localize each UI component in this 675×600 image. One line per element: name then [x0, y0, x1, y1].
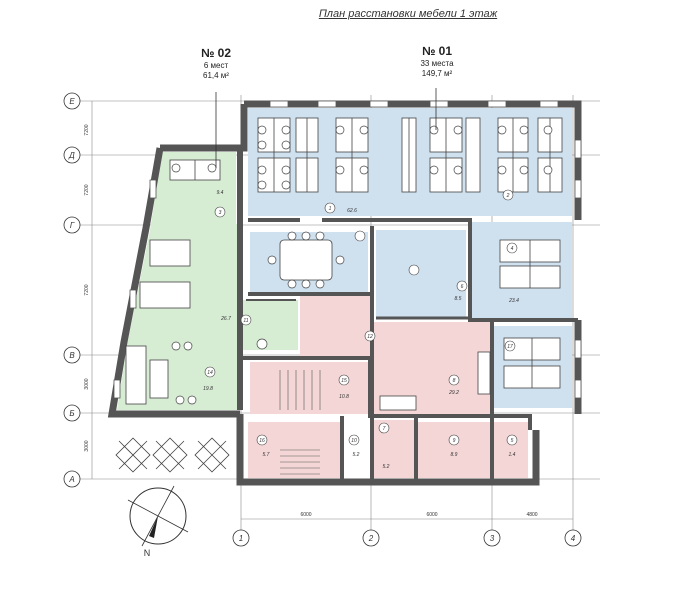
hall-green-fill — [238, 300, 298, 350]
room-number: 1 — [329, 206, 332, 212]
room-number: 6 — [461, 284, 464, 290]
room-number: 11 — [243, 318, 248, 324]
zone-seats: 33 места — [420, 59, 454, 68]
col-dim: 6000 — [426, 512, 437, 518]
room-9-fill — [418, 422, 490, 478]
zone-green-office — [117, 152, 240, 410]
room-number: 4 — [511, 246, 514, 252]
north-compass — [127, 485, 189, 547]
room-number: 15 — [341, 378, 347, 384]
stairs — [279, 370, 321, 475]
row-dim: 7200 — [84, 284, 90, 295]
plan-text: Е Д Г В Б А 1 2 3 4 6000 6000 4800 7200 … — [68, 97, 576, 558]
room-area: 10.8 — [339, 394, 349, 400]
room-number: 16 — [259, 438, 265, 444]
col-label: 1 — [239, 534, 243, 543]
windows — [113, 100, 582, 399]
room-area: 62.6 — [347, 208, 357, 214]
room-number: 9 — [453, 438, 456, 444]
north-label: N — [144, 548, 151, 558]
row-dim: 3000 — [84, 378, 90, 389]
room-area: 8.5 — [455, 296, 462, 302]
row-label: Д — [68, 151, 75, 160]
row-label: Г — [70, 221, 75, 230]
room-number: 8 — [453, 378, 456, 384]
walls — [107, 100, 582, 486]
room-number: 2 — [506, 193, 510, 199]
room-12-fill — [372, 420, 416, 478]
row-label: А — [68, 475, 74, 484]
room-markers — [204, 189, 518, 446]
col-dim: 4800 — [526, 512, 537, 518]
zone-area: 61,4 м² — [203, 71, 229, 80]
room-area: 5.7 — [263, 452, 270, 458]
plan-title: План расстановки мебели 1 этаж — [318, 8, 498, 20]
room-number: 14 — [207, 370, 213, 376]
row-dim: 7200 — [84, 184, 90, 195]
lobby-fill — [300, 296, 370, 356]
room-area: 19.8 — [203, 386, 213, 392]
row-label: Е — [69, 97, 75, 106]
room-number: 5 — [511, 438, 514, 444]
zone-number: № 01 — [421, 44, 453, 58]
col-label: 4 — [571, 534, 576, 543]
room-number: 12 — [367, 334, 373, 340]
leader-lines — [215, 88, 437, 168]
col-dim: 6000 — [300, 512, 311, 518]
room-area: 29.2 — [448, 390, 459, 396]
zone-seats: 6 мест — [203, 61, 229, 70]
room-area: 26.7 — [220, 316, 231, 322]
room-area: 1.4 — [509, 452, 516, 458]
row-dim: 3000 — [84, 440, 90, 451]
zone-area: 149,7 м² — [421, 69, 453, 78]
row-dim: 7200 — [84, 124, 90, 135]
wc-fill — [376, 230, 466, 318]
room-number: 17 — [507, 344, 513, 350]
stair-pink-fill — [250, 362, 368, 414]
col-label: 3 — [490, 534, 495, 543]
room-number: 10 — [351, 438, 357, 444]
zone-02-label: № 02 6 мест 61,4 м² — [186, 46, 246, 81]
row-label: Б — [69, 409, 74, 418]
axis-bubbles — [63, 92, 582, 547]
col-label: 2 — [368, 534, 374, 543]
room-18-fill — [494, 422, 528, 478]
room-number: 3 — [219, 210, 222, 216]
terrace-tables — [115, 437, 230, 473]
chairs — [171, 125, 553, 405]
zone-number: № 02 — [200, 46, 232, 60]
room-area: 8.9 — [451, 452, 458, 458]
room-number: 7 — [383, 426, 386, 432]
room-area: 9.4 — [217, 190, 224, 196]
zone-01-label: № 01 33 места 149,7 м² — [402, 44, 472, 79]
room-area: 23.4 — [508, 298, 519, 304]
room-area: 5.2 — [383, 464, 390, 470]
row-label: В — [69, 351, 75, 360]
room-area: 5.2 — [353, 452, 360, 458]
